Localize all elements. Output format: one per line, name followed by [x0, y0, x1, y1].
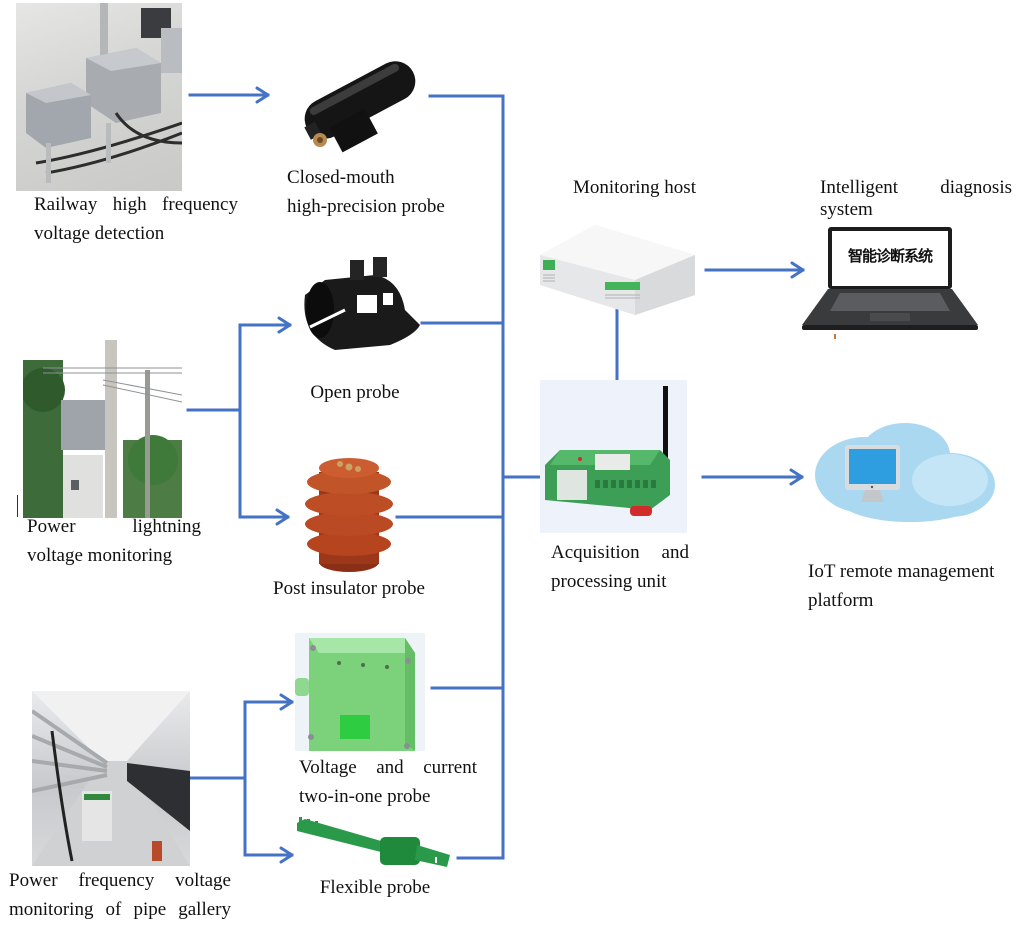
- stray-divider-mark: [17, 495, 18, 517]
- iot-platform-label: IoT remote management platform: [808, 557, 1018, 615]
- arrowhead-two-in-one: [279, 693, 294, 711]
- probe-label-closed-mouth: Closed-mouth high-precision probe: [287, 163, 457, 221]
- label-line: Closed-mouth: [287, 167, 395, 188]
- scenario-label-power-lightning: Power lightning voltage monitoring: [27, 512, 201, 570]
- acquisition-unit-image: [540, 380, 687, 533]
- arrowhead-post-insulator: [275, 508, 290, 526]
- arrowhead-flexible: [279, 846, 294, 864]
- monitoring-host-image: [535, 220, 700, 320]
- arrowhead-iot: [789, 468, 804, 486]
- label-line: processing unit: [551, 571, 667, 592]
- railway-equipment-photo: [16, 3, 182, 191]
- post-insulator-probe-image: [302, 452, 396, 574]
- voltage-current-probe-image: [295, 633, 425, 751]
- label-line: Railway high frequency: [34, 194, 238, 215]
- probe-label-flexible: Flexible probe: [319, 877, 431, 898]
- laptop-screen-text: 智能诊断系统: [847, 247, 933, 265]
- acquisition-unit-label: Acquisition and processing unit: [551, 538, 689, 596]
- laptop-image: 智能诊断系统: [800, 225, 980, 345]
- monitoring-host-label: Monitoring host: [573, 177, 696, 198]
- scenario-label-railway: Railway high frequency voltage detection: [34, 190, 238, 248]
- label-line: Power lightning: [27, 516, 201, 537]
- label-line: Acquisition and: [551, 542, 689, 563]
- scenario-label-pipe-gallery: Power frequency voltage monitoring of pi…: [9, 866, 231, 924]
- label-line: voltage detection: [34, 223, 165, 244]
- label-line: Voltage and current: [299, 757, 477, 778]
- pipe-gallery-tunnel-photo: [32, 691, 190, 866]
- utility-pole-transformer-photo: [23, 340, 182, 518]
- label-line: Power frequency voltage: [9, 870, 231, 891]
- label-line: platform: [808, 590, 874, 611]
- diagnosis-system-label: Intelligent diagnosis system: [820, 173, 1012, 224]
- probe-label-open: Open probe: [310, 382, 400, 403]
- closed-mouth-probe-image: [290, 40, 430, 160]
- label-line: Intelligent diagnosis: [820, 177, 1012, 198]
- flexible-probe-image: [295, 815, 455, 875]
- probe-label-post-insulator: Post insulator probe: [273, 578, 425, 599]
- open-probe-image: [295, 255, 430, 360]
- probe-label-voltage-current: Voltage and current two-in-one probe: [299, 753, 477, 811]
- label-line: IoT remote management: [808, 561, 995, 582]
- iot-cloud-image: [810, 420, 1000, 525]
- label-line: monitoring of pipe gallery: [9, 899, 231, 920]
- label-line: high-precision probe: [287, 196, 445, 217]
- label-line: system: [820, 199, 873, 220]
- label-line: two-in-one probe: [299, 786, 431, 807]
- arrowhead-open-probe: [277, 316, 292, 334]
- arrowhead-closed-mouth: [255, 86, 270, 104]
- label-line: voltage monitoring: [27, 545, 173, 566]
